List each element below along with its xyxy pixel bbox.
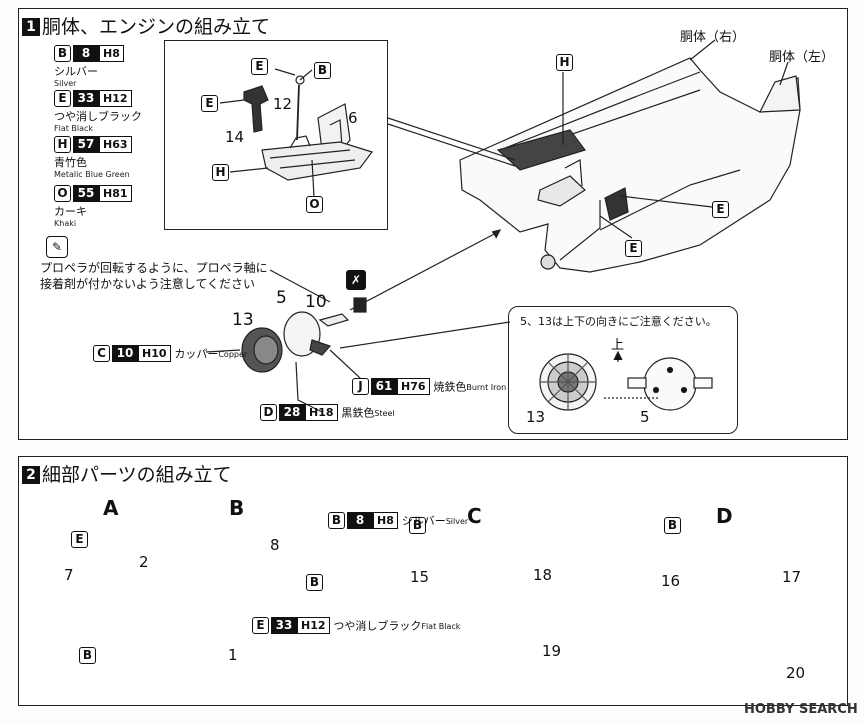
part-6-label: 6	[348, 109, 358, 127]
a-callout-b: B	[79, 647, 96, 664]
glue-warning-icon: ✎	[46, 236, 68, 258]
no-glue-icon: ✗	[346, 270, 366, 290]
part-18-label: 18	[533, 566, 553, 584]
fuselage-right-label: 胴体（右）	[680, 30, 746, 45]
callout-e-top: E	[251, 58, 268, 75]
step2-panel	[18, 456, 848, 706]
part-10-label: 10	[305, 292, 327, 312]
sub-assembly-a: A	[103, 496, 119, 520]
callout-e-fuselage-1: E	[712, 201, 729, 218]
cockpit-detail-inset	[164, 40, 388, 230]
step2-title-text: 細部パーツの組み立て	[42, 464, 232, 486]
callout-b-top: B	[314, 62, 331, 79]
part-17-label: 17	[782, 568, 802, 586]
callout-e-left: E	[201, 95, 218, 112]
part-19-label: 19	[542, 642, 562, 660]
glue-warning-note: プロペラが回転するように、プロペラ軸に 接着剤が付かないよう注意してください	[40, 261, 268, 291]
callout-h-left: H	[212, 164, 229, 181]
sub-assembly-c: C	[467, 504, 482, 528]
callout-e-fuselage-2: E	[625, 240, 642, 257]
part-20-label: 20	[786, 664, 806, 682]
step1-number: 1	[22, 18, 40, 36]
a-callout-e: E	[71, 531, 88, 548]
part-8-label: 8	[270, 536, 280, 554]
d-callout-b: B	[664, 517, 681, 534]
sub-assembly-b: B	[229, 496, 245, 520]
step1-title-text: 胴体、エンジンの組み立て	[42, 16, 271, 38]
inset-5-label: 5	[640, 408, 650, 426]
fuselage-left-label: 胴体（左）	[769, 50, 835, 65]
sub-assembly-d: D	[716, 504, 733, 528]
c-callout-b: B	[409, 517, 426, 534]
part-1-label: 1	[228, 646, 238, 664]
hobby-search-watermark: HOBBY SEARCH	[744, 702, 858, 717]
part-2-label: 2	[139, 553, 149, 571]
b-callout-b: B	[306, 574, 323, 591]
step2-number: 2	[22, 466, 40, 484]
part-16-label: 16	[661, 572, 681, 590]
inset-13-label: 13	[526, 408, 546, 426]
callout-o-bottom: O	[306, 196, 323, 213]
part-15-label: 15	[410, 568, 430, 586]
part-5-label: 5	[276, 288, 287, 308]
part-7-label: 7	[64, 566, 74, 584]
part-13-label: 13	[232, 310, 254, 330]
up-label: 上	[611, 338, 625, 353]
orientation-note: 5、13は上下の向きにご注意ください。	[520, 315, 717, 328]
callout-h-fuselage: H	[556, 54, 573, 71]
part-14-label: 14	[225, 128, 245, 146]
part-12-label: 12	[273, 95, 293, 113]
